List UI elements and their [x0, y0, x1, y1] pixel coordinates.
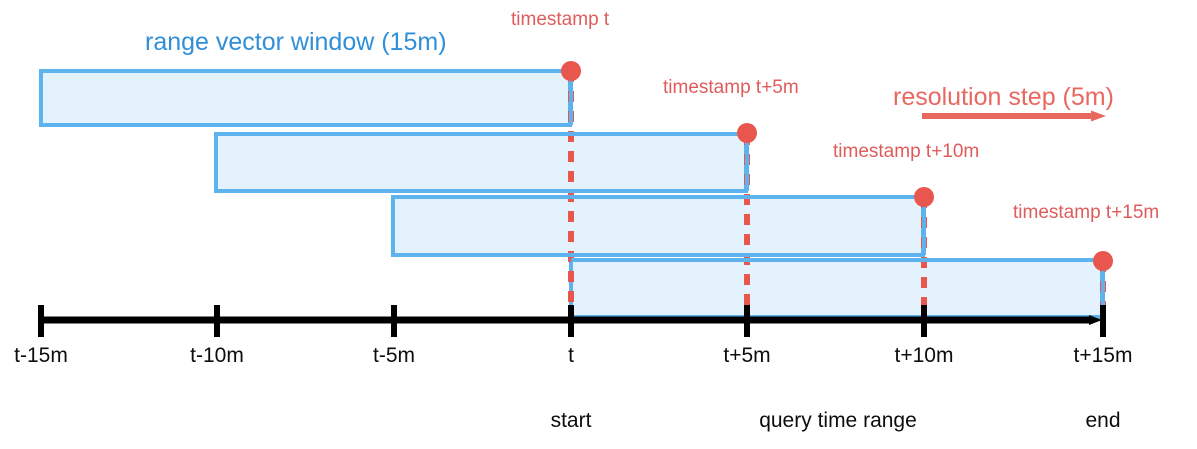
- range-vector-window-label: range vector window (15m): [145, 28, 447, 56]
- time-axis: [38, 305, 1106, 337]
- query-range-end-label: end: [1085, 409, 1121, 432]
- range-window-rect-2: [214, 132, 748, 193]
- timestamp-label-t-plus-15m: timestamp t+15m: [1013, 202, 1160, 223]
- timestamp-label-t-plus-10m: timestamp t+10m: [833, 141, 980, 162]
- timestamp-dot-t-plus-15: [1093, 251, 1113, 271]
- axis-tick-label-t-plus-10m: t+10m: [894, 344, 954, 367]
- timestamp-dot-t-plus-10: [914, 187, 934, 207]
- axis-tick-label-t-plus-5m: t+5m: [723, 344, 771, 367]
- axis-tick-label-t: t: [568, 344, 574, 367]
- axis-tick-label-t-plus-15m: t+15m: [1073, 344, 1133, 367]
- timestamp-dot-t-plus-5: [737, 123, 757, 143]
- timestamp-label-t: timestamp t: [511, 9, 610, 30]
- timestamp-dot-t: [561, 61, 581, 81]
- axis-tick-label-t-5m: t-5m: [373, 344, 415, 367]
- range-window-rect-3: [391, 195, 925, 257]
- timestamp-label-t-plus-5m: timestamp t+5m: [663, 77, 799, 98]
- axis-ticks: [38, 305, 1106, 337]
- range-window-rect-4: [569, 258, 1104, 319]
- query-range-start-label: start: [550, 409, 592, 432]
- axis-tick-label-t-15m: t-15m: [14, 344, 68, 367]
- resolution-step-label: resolution step (5m): [893, 83, 1114, 111]
- query-time-range-label: query time range: [759, 409, 917, 432]
- axis-tick-label-t-10m: t-10m: [190, 344, 244, 367]
- range-window-rect-1: [39, 69, 572, 127]
- timestamp-markers: [561, 61, 1113, 271]
